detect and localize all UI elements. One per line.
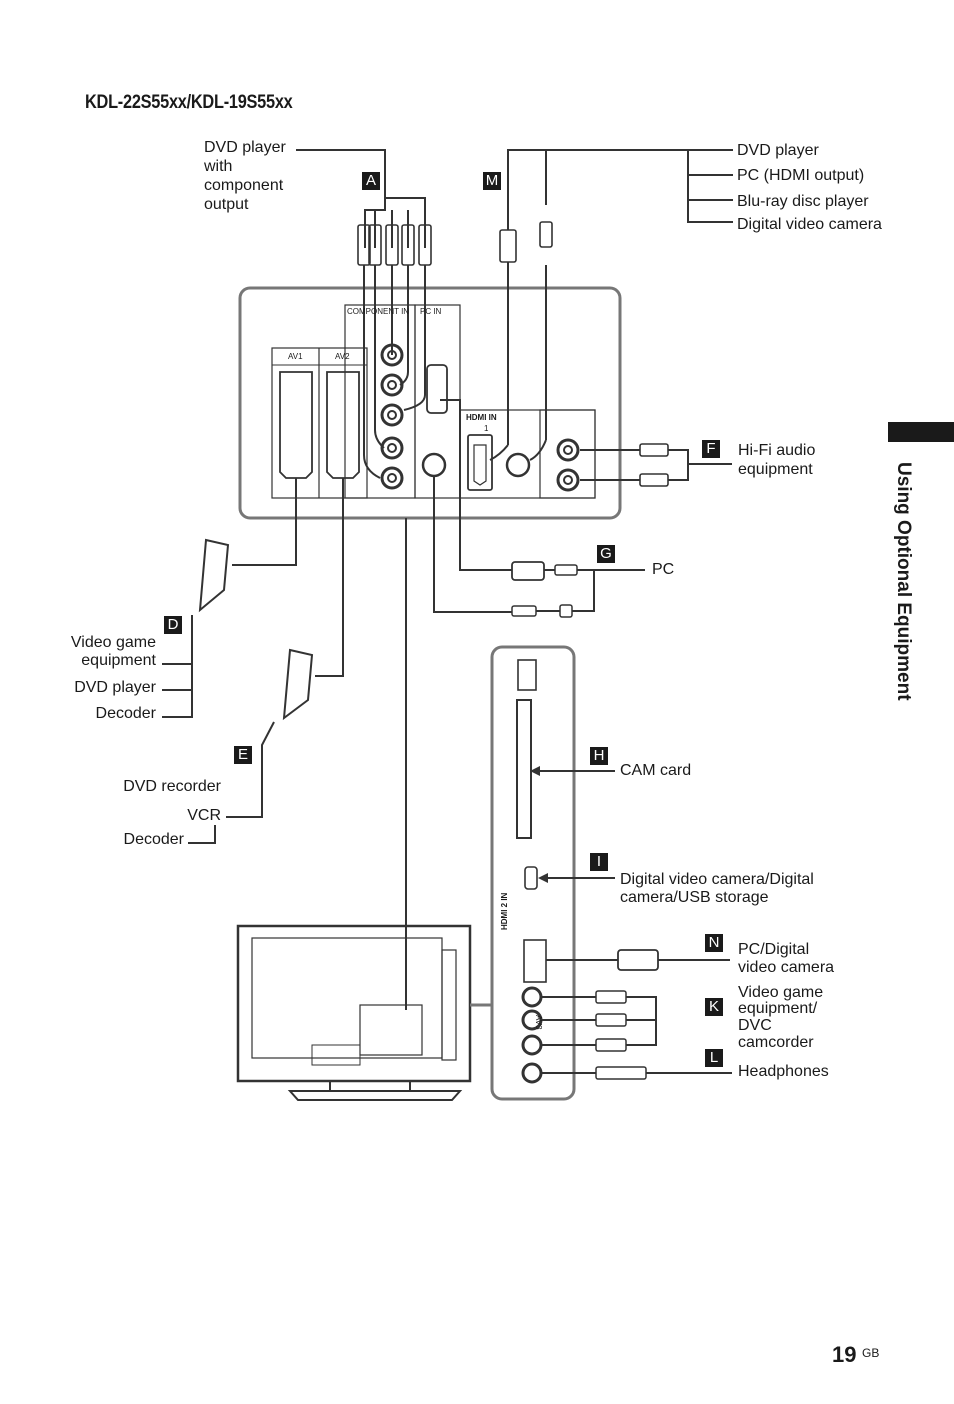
pc-in-label: PC IN	[420, 307, 442, 316]
label-K-1: equipment/	[738, 1000, 818, 1017]
label-I-1: camera/USB storage	[620, 889, 769, 906]
label-E-2: Decoder	[123, 831, 184, 848]
label-A-3: output	[204, 196, 249, 213]
label-E-0: DVD recorder	[123, 778, 221, 795]
label-A-0: DVD player	[204, 139, 286, 156]
page-number-suffix: GB	[862, 1346, 880, 1360]
letter-M: M	[483, 172, 501, 190]
label-N-0: PC/Digital	[738, 941, 810, 958]
letter-L: L	[705, 1049, 723, 1067]
av1-label: AV1	[288, 352, 303, 361]
label-M-3: Digital video camera	[737, 216, 882, 233]
rear-panel-outline	[238, 286, 622, 520]
label-M-1: PC (HDMI output)	[737, 167, 865, 184]
letter-G: G	[597, 545, 615, 563]
page-number: 19	[832, 1342, 857, 1367]
hdmi-in-label: HDMI IN	[466, 413, 497, 422]
component-in-label: COMPONENT IN	[347, 307, 410, 316]
av3-label: AV3	[534, 1015, 543, 1030]
letter-E: E	[234, 746, 252, 764]
label-A-1: with	[204, 158, 233, 175]
label-K-2: DVC	[738, 1017, 772, 1034]
label-G-0: PC	[652, 561, 675, 578]
letter-I: I	[590, 853, 608, 871]
label-D-1: equipment	[81, 652, 156, 669]
av2-label: AV2	[335, 352, 350, 361]
letter-N: N	[705, 934, 723, 952]
model-title: KDL-22S55xx/KDL-19S55xx	[85, 92, 293, 113]
label-K-0: Video game	[738, 984, 824, 1001]
letter-A: A	[362, 172, 380, 190]
section-tab-marker	[888, 422, 954, 442]
label-M-0: DVD player	[737, 142, 819, 159]
hdmi-2-in-label: HDMI 2 IN	[500, 892, 509, 930]
label-H-0: CAM card	[620, 762, 692, 779]
label-D-3: Decoder	[95, 705, 156, 722]
label-I-0: Digital video camera/Digital	[620, 871, 814, 888]
label-F-0: Hi-Fi audio	[738, 442, 816, 459]
letter-K: K	[705, 998, 723, 1016]
letter-D: D	[164, 616, 182, 634]
hdmi-1-number: 1	[484, 424, 489, 433]
label-N-1: video camera	[738, 959, 835, 976]
label-L-0: Headphones	[738, 1063, 829, 1080]
letter-H: H	[590, 747, 608, 765]
label-F-1: equipment	[738, 461, 813, 478]
label-D-0: Video game	[70, 634, 156, 651]
label-M-2: Blu-ray disc player	[737, 193, 869, 210]
label-D-2: DVD player	[74, 679, 156, 696]
label-E-1: VCR	[187, 807, 221, 824]
letter-F: F	[702, 440, 720, 458]
label-A-2: component	[204, 177, 284, 194]
label-K-3: camcorder	[738, 1034, 814, 1051]
